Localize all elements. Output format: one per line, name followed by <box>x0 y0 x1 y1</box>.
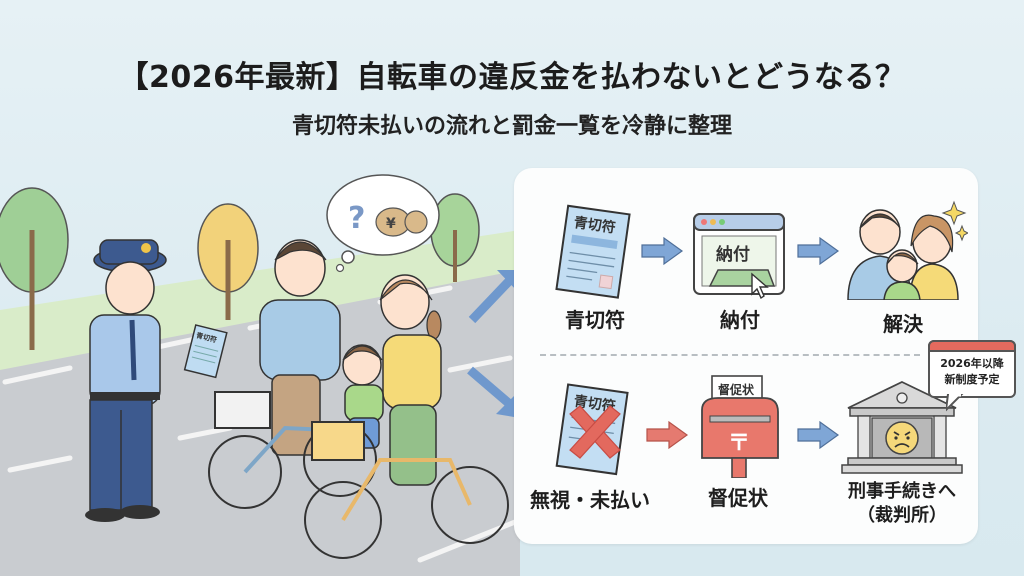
cross-mark-icon <box>569 405 621 459</box>
traffic-stop-illustration: ? ¥ 青切符 <box>0 174 520 576</box>
step-label-line1: 刑事手続きへ <box>848 481 956 502</box>
step-blue-ticket: 青切符 青切符 <box>540 204 650 333</box>
svg-text:?: ? <box>348 201 365 236</box>
svg-text:¥: ¥ <box>386 216 396 232</box>
courthouse-icon <box>841 381 963 474</box>
svg-text:督促状: 督促状 <box>718 382 755 397</box>
step-label: 督促状 <box>708 486 768 510</box>
crossed-ticket-icon: 青切符 <box>555 383 629 476</box>
callout-tail <box>946 394 964 412</box>
blue-ticket-in-hand: 青切符 <box>183 324 228 379</box>
tree-icon <box>197 203 259 320</box>
step-resolved: 解決 <box>838 196 970 337</box>
happy-family-icon <box>847 200 970 301</box>
svg-text:青切符: 青切符 <box>573 214 617 237</box>
calendar-icon <box>928 340 1016 352</box>
tree-icon <box>0 187 69 350</box>
arrow-right-icon <box>797 236 840 266</box>
police-officer-figure <box>85 239 167 522</box>
mother-figure <box>379 274 442 486</box>
callout-line1: 2026年以降 <box>940 357 1004 370</box>
arrow-right-icon <box>641 236 684 266</box>
step-criminal-procedure: 刑事手続きへ （裁判所） <box>832 378 972 528</box>
thought-bubble: ? ¥ <box>326 174 440 273</box>
step-label: 納付 <box>720 308 760 332</box>
step-reminder: 督促状 〒 督促状 <box>688 374 788 511</box>
angry-face-icon <box>885 421 919 455</box>
step-label: 無視・未払い <box>530 488 650 512</box>
step-label-line2: （裁判所） <box>857 505 947 526</box>
step-ignored: 青切符 無視・未払い <box>520 380 660 513</box>
blue-ticket-icon: 青切符 <box>555 204 631 299</box>
father-figure <box>259 239 341 456</box>
new-system-callout: 2026年以降 新制度予定 <box>928 340 1016 398</box>
page-title: 【2026年最新】自転車の違反金を払わないとどうなる？ <box>118 60 906 95</box>
callout-line2: 新制度予定 <box>944 373 1000 386</box>
step-label: 解決 <box>883 312 923 336</box>
arrow-right-red-icon <box>646 420 689 450</box>
page-subtitle: 青切符未払いの流れと罰金一覧を冷静に整理 <box>291 114 732 139</box>
online-payment-icon: 納付 <box>693 213 785 300</box>
step-label: 青切符 <box>565 308 625 332</box>
path-divider <box>540 354 920 356</box>
svg-text:〒: 〒 <box>728 431 750 456</box>
step-payment: 納付 納付 <box>690 210 790 333</box>
bicycle-yellow <box>304 421 509 559</box>
svg-text:納付: 納付 <box>716 244 750 265</box>
mailbox-icon: 督促状 〒 <box>701 375 779 479</box>
arrow-right-icon <box>797 420 840 450</box>
